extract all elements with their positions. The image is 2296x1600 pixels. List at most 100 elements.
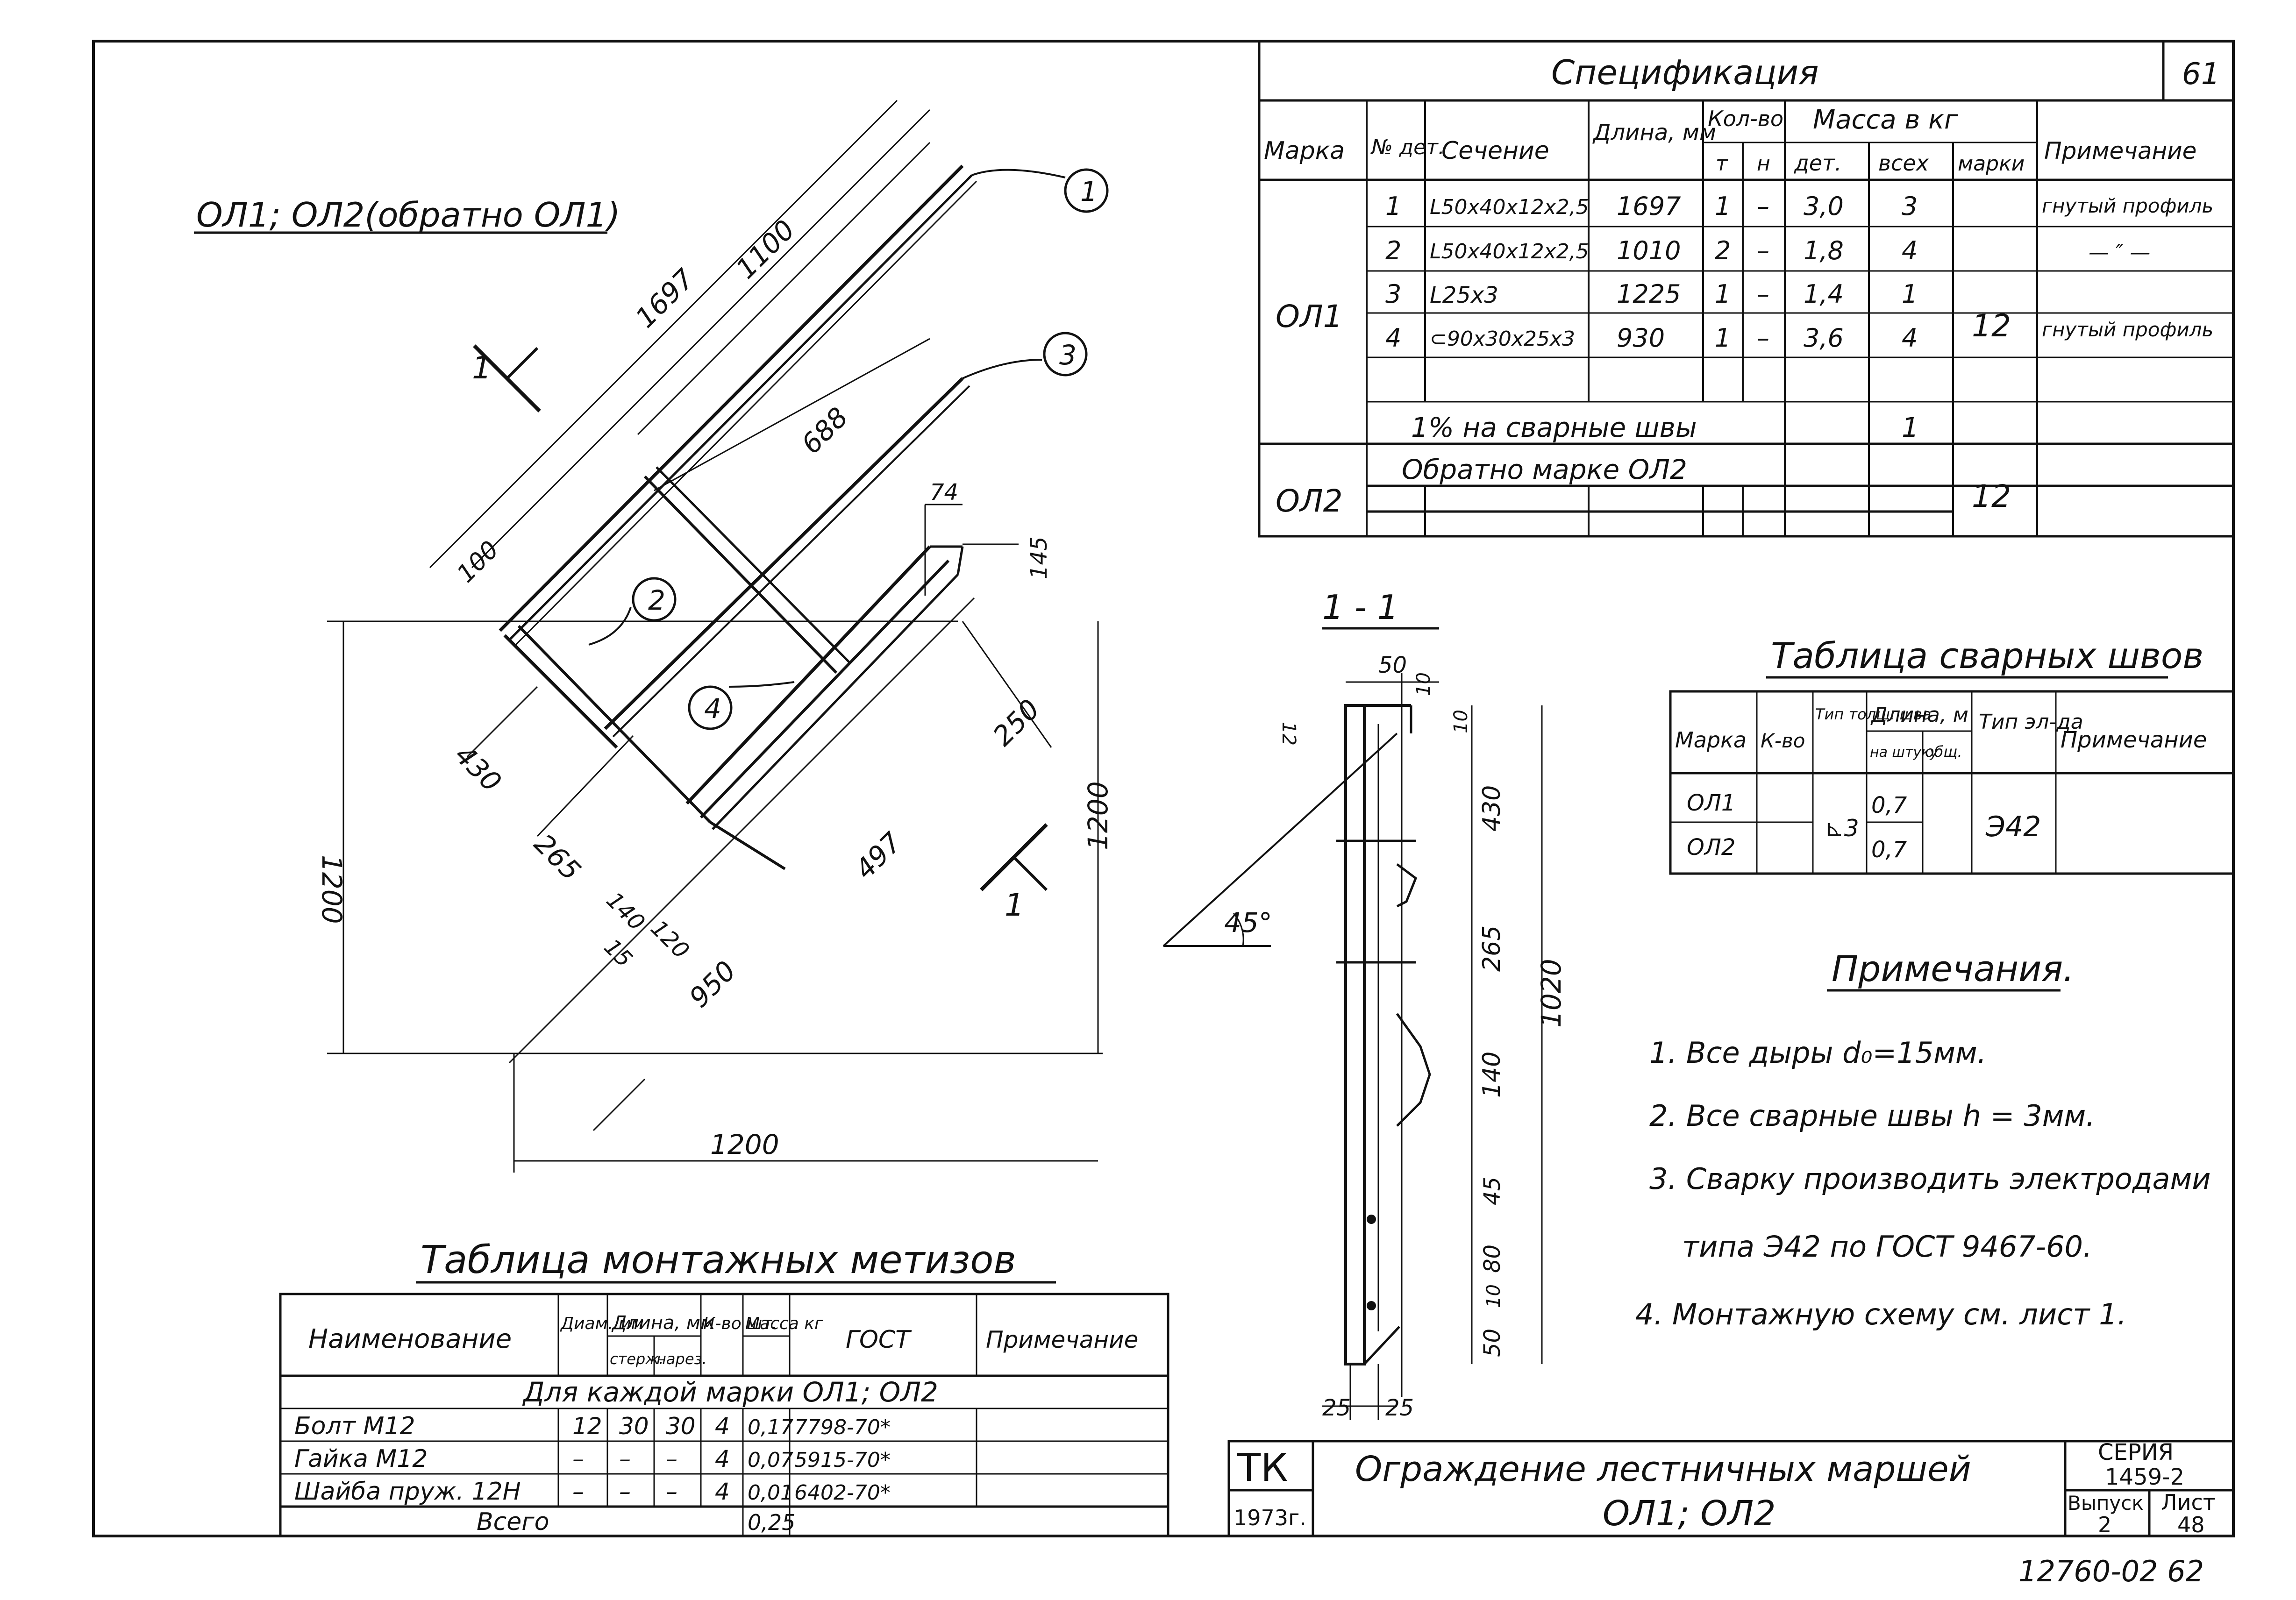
spec-row2-note: — ″ — xyxy=(2089,241,2150,264)
spec-h-note: Примечание xyxy=(2044,137,2196,164)
sec-dim-12: 12 xyxy=(1278,722,1299,746)
section-marker-upper: 1 xyxy=(472,344,541,412)
spec-row3-det: 3 xyxy=(1385,279,1401,309)
section-title: 1 - 1 xyxy=(1322,588,1398,627)
hw-row1-rod: 30 xyxy=(619,1413,649,1440)
spec-row3-mall: 1 xyxy=(1902,279,1918,309)
spec-row1-det: 1 xyxy=(1385,192,1401,221)
hw-row2-mass: 0,07 xyxy=(748,1448,793,1472)
hw-row2-gost: 5915-70* xyxy=(794,1448,891,1472)
welds-title: Таблица сварных швов xyxy=(1771,635,2203,676)
spec-mark-mass-ol1: 12 xyxy=(1972,308,2011,344)
spec-row4-mdet: 3,6 xyxy=(1804,323,1844,353)
spec-row1-mdet: 3,0 xyxy=(1804,192,1844,221)
spec-welds-mass: 1 xyxy=(1902,412,1919,443)
stamp-sheet-value: 48 xyxy=(2177,1512,2205,1537)
hw-row1-gost: 7798-70* xyxy=(794,1415,891,1439)
hw-row3-rod: – xyxy=(619,1478,631,1505)
spec-title: Спецификация xyxy=(1551,53,1819,92)
spec-row4-length: 930 xyxy=(1617,323,1665,353)
view-title: ОЛ1; ОЛ2(обратно ОЛ1) xyxy=(196,195,620,235)
part-1-angle xyxy=(499,164,977,647)
stamp-issue-label: Выпуск xyxy=(2068,1492,2144,1515)
spec-row2-t: 2 xyxy=(1715,236,1731,265)
footer-number: 12760-02 62 xyxy=(2018,1554,2204,1588)
sec-dim-50-low: 50 xyxy=(1479,1329,1505,1357)
hw-h-thread: нарез. xyxy=(656,1350,707,1368)
welds-row2-len: 0,7 xyxy=(1871,837,1907,863)
spec-h-mass-mark: марки xyxy=(1958,152,2025,176)
note-3-cont: типа Э42 по ГОСТ 9467-60. xyxy=(1682,1230,2092,1264)
welds-h-qty: К-во xyxy=(1761,729,1805,752)
hw-row1-thread: 30 xyxy=(666,1413,696,1440)
hw-row2-dia: – xyxy=(572,1445,584,1472)
hw-h-name: Наименование xyxy=(308,1324,512,1354)
stamp-year: 1973г. xyxy=(1234,1505,1306,1530)
section-marker-lower: 1 xyxy=(980,823,1048,923)
hw-group-row: Для каждой марки ОЛ1; ОЛ2 xyxy=(522,1376,938,1408)
spec-row4-mall: 4 xyxy=(1902,323,1918,353)
spec-row4-section: ⊂90x30x25x3 xyxy=(1430,327,1575,351)
stamp-sheet-label: Лист xyxy=(2161,1490,2216,1515)
part-3-angle xyxy=(604,377,970,738)
sec-dim-50: 50 xyxy=(1378,652,1407,678)
spec-h-det: № дет. xyxy=(1370,135,1445,159)
notes-block: Примечания. 1. Все дыры d₀=15мм. 2. Все … xyxy=(1635,948,2211,1331)
spec-mark-ol1: ОЛ1 xyxy=(1276,299,1343,334)
spec-mark-mass-ol2: 12 xyxy=(1972,478,2011,514)
spec-row4-det: 4 xyxy=(1385,323,1401,353)
sec-dim-25-right: 25 xyxy=(1385,1395,1414,1421)
spec-h-qty: Кол-во xyxy=(1708,106,1783,131)
spec-row2-length: 1010 xyxy=(1617,236,1681,265)
hardware-title: Таблица монтажных метизов xyxy=(421,1238,1016,1282)
welds-h-note: Примечание xyxy=(2061,727,2207,753)
welds-type-value: ⊾3 xyxy=(1825,815,1859,842)
main-view: ОЛ1; ОЛ2(обратно ОЛ1) 1 xyxy=(194,100,1114,1173)
hw-h-gost: ГОСТ xyxy=(846,1326,912,1354)
dim-497: 497 xyxy=(849,826,908,885)
dim-1200-left: 1200 xyxy=(316,855,348,924)
section-mark-lower-label: 1 xyxy=(1005,887,1024,923)
hw-h-dia: Диам. мм xyxy=(560,1314,644,1333)
sec-dim-1020: 1020 xyxy=(1535,959,1567,1028)
dim-250: 250 xyxy=(987,693,1046,752)
spec-row2-section: L50x40x12x2,5 xyxy=(1430,240,1589,263)
welds-h-type: Тип толщ. шва xyxy=(1815,705,1931,723)
hw-row3-gost: 6402-70* xyxy=(794,1481,891,1505)
spec-row3-n: – xyxy=(1757,279,1769,309)
spec-h-mass-det: дет. xyxy=(1794,150,1842,176)
spec-row3-length: 1225 xyxy=(1617,279,1681,309)
dim-145: 145 xyxy=(1026,536,1052,579)
spec-row2-det: 2 xyxy=(1385,236,1401,265)
stamp-org: ТК xyxy=(1237,1446,1288,1490)
section-mark-upper-label: 1 xyxy=(472,350,492,386)
stamp-title-line2: ОЛ1; ОЛ2 xyxy=(1603,1493,1775,1534)
hw-row1-qty: 4 xyxy=(715,1413,730,1440)
callout-2-label: 2 xyxy=(648,584,665,616)
hw-row2-qty: 4 xyxy=(715,1445,730,1472)
hw-h-qty: К-во шт. xyxy=(703,1314,777,1333)
dim-1697: 1697 xyxy=(629,263,701,334)
dim-140: 140 xyxy=(601,887,650,936)
callout-4-label: 4 xyxy=(704,693,721,725)
note-3: 3. Сварку производить электродами xyxy=(1649,1162,2211,1196)
spec-row3-section: L25x3 xyxy=(1430,282,1498,308)
spec-h-section: Сечение xyxy=(1441,137,1549,165)
welds-h-electrode: Тип эл-да xyxy=(1979,710,2083,734)
spec-row1-length: 1697 xyxy=(1617,192,1681,221)
callout-4: 4 xyxy=(688,681,795,730)
hw-row2-thread: – xyxy=(666,1445,677,1472)
welds-row1-len: 0,7 xyxy=(1871,792,1907,818)
spec-row2-n: – xyxy=(1757,236,1769,265)
stamp-series-label: СЕРИЯ xyxy=(2098,1439,2174,1465)
dim-74: 74 xyxy=(930,479,958,505)
stamp-title-line1: Ограждение лестничных маршей xyxy=(1355,1449,1971,1489)
welds-row1-mark: ОЛ1 xyxy=(1687,790,1735,816)
dim-950: 950 xyxy=(683,955,742,1014)
hw-h-length: Длина, мм xyxy=(611,1312,714,1334)
welds-h-len-total: общ. xyxy=(1925,743,1962,761)
part-4-channel xyxy=(685,545,964,830)
spec-row4-t: 1 xyxy=(1715,323,1731,353)
callout-3: 3 xyxy=(962,332,1088,379)
spec-row2-mdet: 1,8 xyxy=(1804,236,1844,265)
